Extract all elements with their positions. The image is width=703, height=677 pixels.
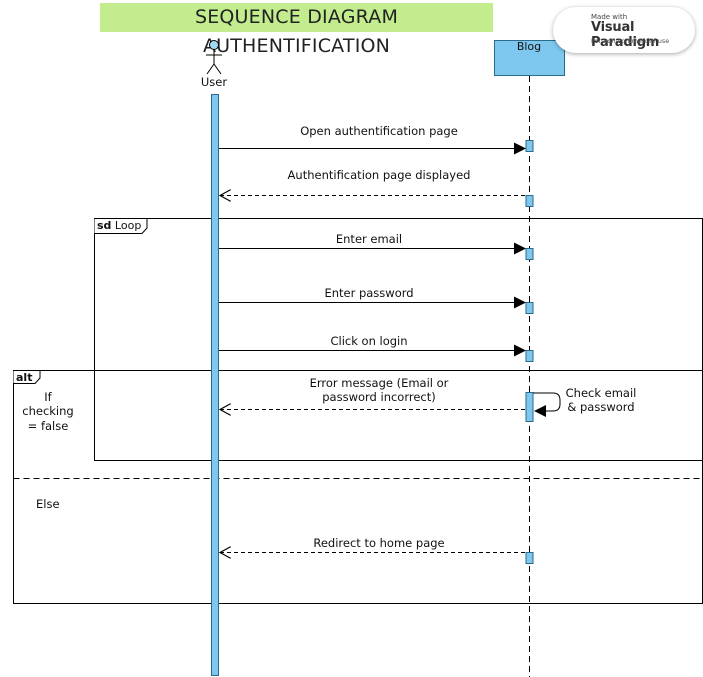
blog-activation [525, 392, 534, 422]
blog-label: Blog [516, 40, 542, 53]
guard-else: Else [36, 497, 60, 511]
message-label-page-displayed: Authentification page displayed [287, 168, 471, 182]
visual-paradigm-badge: Made with Visual Paradigm For non-commer… [553, 7, 695, 53]
blog-activation [525, 248, 534, 260]
guard-if-line3: = false [27, 419, 69, 433]
user-actor-icon [206, 40, 222, 75]
blog-activation [525, 552, 534, 564]
diagram-title: SEQUENCE DIAGRAM AUTHENTIFICATION [100, 3, 493, 57]
badge-license: For non-commercial use [591, 37, 670, 45]
message-label-enter-password: Enter password [324, 286, 414, 300]
guard-if-line2: checking [22, 404, 74, 418]
self-message-label-line1: Check email [565, 386, 637, 400]
blog-participant-box [494, 40, 565, 76]
message-label-error-line1: Error message (Email or [309, 376, 449, 390]
user-label: User [200, 75, 228, 89]
badge-product: Visual Paradigm [591, 20, 660, 50]
message-label-click-login: Click on login [330, 334, 408, 348]
alt-frame-label: alt [16, 371, 33, 384]
message-label-redirect: Redirect to home page [313, 536, 445, 550]
blog-activation [525, 195, 534, 207]
loop-name: Loop [114, 219, 142, 232]
alt-frame-tab [13, 370, 41, 384]
loop-frame-label: sd Loop [97, 219, 141, 232]
blog-activation [525, 302, 534, 314]
self-message-arrow [533, 392, 561, 412]
message-label-enter-email: Enter email [335, 232, 403, 246]
badge-made-with: Made with [591, 13, 628, 21]
loop-frame-tab [94, 218, 148, 234]
self-message-label-line2: & password [567, 400, 635, 414]
message-label-error-line2: password incorrect) [322, 390, 436, 404]
blog-activation [525, 350, 534, 362]
loop-keyword: sd [97, 219, 112, 232]
blog-activation [525, 140, 534, 152]
message-label-open-page: Open authentification page [300, 124, 458, 138]
self-message-arrowhead [534, 405, 546, 417]
user-activation-bar [211, 94, 219, 676]
guard-if-line1: If [44, 390, 52, 404]
